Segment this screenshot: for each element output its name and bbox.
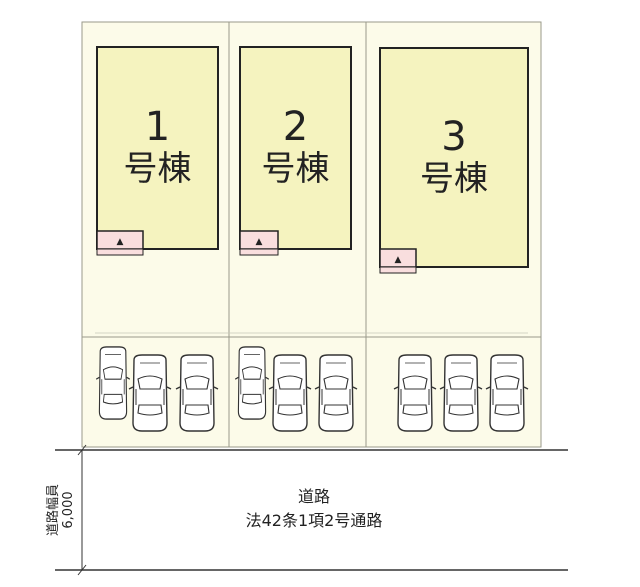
car-icon [234,346,270,420]
building-3: 3 号棟 ▲ [379,47,529,274]
building-1-label: 号棟 [124,149,192,189]
parking-lot-1 [95,346,219,432]
road-name: 道路 [298,487,330,506]
building-2-number: 2 [283,104,308,150]
building-3-label: 号棟 [420,159,488,199]
car-icon [268,354,312,432]
car-icon [393,354,437,432]
car-icon [128,354,172,432]
road-width-value: 6,000 [61,491,76,528]
building-2: 2 号棟 ▲ [239,46,352,256]
building-3-number: 3 [441,114,466,160]
car-icon [95,346,131,420]
road-legal-classification: 法42条1項2号通路 [246,511,383,530]
car-icon [175,354,219,432]
road-width-dimension: 道路幅員 6,000 [45,444,87,576]
car-icon [314,354,358,432]
car-icon [485,354,529,432]
car-icon [439,354,483,432]
building-3-entrance-icon: ▲ [395,255,402,265]
building-1: 1 号棟 ▲ [96,46,219,256]
building-1-entrance-icon: ▲ [117,237,124,247]
building-1-number: 1 [145,104,170,150]
parking-lot-2 [234,346,358,432]
parking-lot-3 [393,354,529,432]
building-2-entrance-icon: ▲ [256,237,263,247]
building-2-label: 号棟 [262,149,330,189]
road-width-label: 道路幅員 [45,484,61,536]
